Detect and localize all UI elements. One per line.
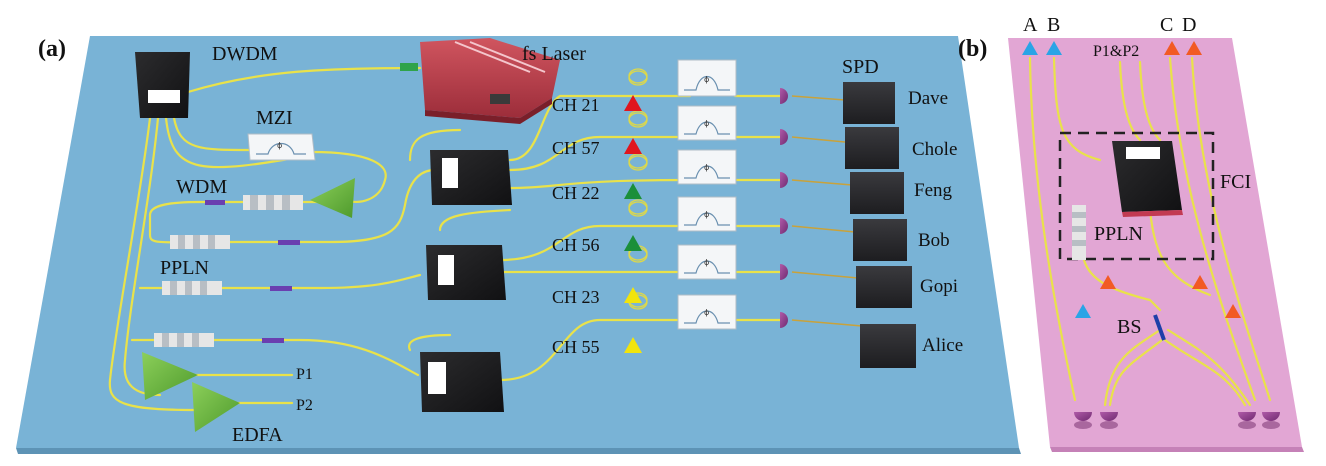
ppln-vertical: [1072, 205, 1086, 260]
beam-splitter: [1153, 314, 1166, 341]
port-c-label: C: [1160, 14, 1173, 36]
svg-text:ϕ: ϕ: [704, 163, 709, 172]
p1-label: P1: [296, 366, 313, 383]
dwdm-box: [135, 52, 190, 118]
bs-label: BS: [1117, 316, 1141, 338]
port-marker: [1075, 304, 1091, 318]
port-marker: [1225, 304, 1241, 318]
panel-b-fibers: [1028, 56, 1272, 407]
channel-marker: [624, 337, 642, 353]
channel-label: CH 21: [552, 95, 600, 115]
user-label: Chole: [912, 139, 957, 160]
user-label: Gopi: [920, 276, 958, 297]
panel-a-label: (a): [38, 36, 66, 62]
svg-text:ϕ: ϕ: [704, 210, 709, 219]
panel-b-label: (b): [958, 36, 987, 62]
port-marker: [1192, 275, 1208, 289]
user-label: Dave: [908, 88, 948, 109]
user-label: Bob: [918, 230, 950, 251]
mzi-label: MZI: [256, 107, 293, 129]
port-marker: [1164, 41, 1180, 55]
ppln-crystals: [154, 235, 300, 347]
wdm-device: [205, 178, 355, 218]
port-a-label: A: [1023, 14, 1038, 36]
fci-dashed-box: [1058, 131, 1215, 261]
edfa-amplifiers: [142, 352, 240, 432]
port-marker: [1186, 41, 1202, 55]
edfa-label: EDFA: [232, 424, 283, 446]
fci-label: FCI: [1220, 171, 1251, 193]
channel-marker: [624, 138, 642, 154]
svg-text:ϕ: ϕ: [704, 308, 709, 317]
channel-list: CH 21 CH 57 CH 22 CH 56 CH 23 CH 55: [552, 95, 642, 357]
ppln-b-label: PPLN: [1094, 223, 1143, 245]
dwdm-label: DWDM: [212, 43, 278, 65]
user-list: Dave Chole Feng Bob Gopi Alice: [908, 88, 963, 356]
dwdm-filter-1: [430, 150, 512, 205]
dwdm-filter-2: [426, 245, 506, 300]
svg-text:ϕ: ϕ: [277, 141, 282, 150]
fiber-network: [108, 66, 863, 412]
channel-label: CH 23: [552, 287, 600, 307]
mzi-device: ϕ: [247, 133, 316, 161]
channel-label: CH 56: [552, 235, 600, 255]
svg-text:ϕ: ϕ: [704, 258, 709, 267]
port-b-label: B: [1047, 14, 1060, 36]
fs-laser: [400, 38, 560, 124]
port-d-label: D: [1182, 14, 1196, 36]
ppln-label: PPLN: [160, 257, 209, 279]
user-label: Alice: [922, 335, 963, 356]
port-marker: [1022, 41, 1038, 55]
channel-marker: [624, 287, 642, 303]
user-label: Feng: [914, 180, 953, 201]
svg-text:ϕ: ϕ: [704, 75, 709, 84]
panel-b: (b) A B C D P1&P2 FCI: [958, 14, 1304, 452]
spd-label: SPD: [842, 56, 879, 78]
port-marker: [1046, 41, 1062, 55]
channel-marker: [624, 235, 642, 251]
channel-label: CH 57: [552, 138, 600, 158]
fiber-connectors: [780, 88, 788, 328]
p2-label: P2: [296, 397, 313, 414]
channel-label: CH 55: [552, 337, 600, 357]
fci-filter-box: [1112, 141, 1183, 217]
panel-a: (a): [16, 36, 1021, 454]
port-marker: [1100, 275, 1116, 289]
laser-label: fs Laser: [522, 43, 586, 65]
channel-label: CH 22: [552, 183, 600, 203]
wdm-label: WDM: [176, 176, 227, 198]
svg-text:ϕ: ϕ: [704, 119, 709, 128]
dwdm-filter-3: [420, 352, 504, 412]
analyzer-interferometers: ϕ ϕ ϕ ϕ ϕ: [677, 59, 737, 330]
spd-detectors: [843, 82, 916, 368]
channel-marker: [624, 95, 642, 111]
channel-marker: [624, 183, 642, 199]
pump-label: P1&P2: [1093, 43, 1139, 60]
panel-b-detectors: [1074, 412, 1280, 429]
